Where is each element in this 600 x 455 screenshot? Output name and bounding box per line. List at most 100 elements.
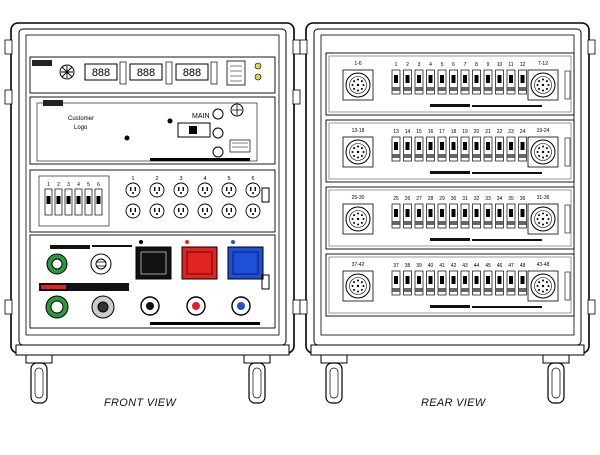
channel-breaker-2[interactable]: 2 — [403, 62, 412, 95]
breaker-1[interactable]: 1 — [44, 182, 53, 216]
duplex-outlet[interactable] — [245, 203, 261, 219]
channel-breaker-45[interactable]: 45 — [483, 263, 493, 296]
channel-number: 5 — [441, 62, 444, 68]
channel-breaker-33[interactable]: 33 — [483, 196, 493, 229]
channel-breaker-23[interactable]: 23 — [506, 129, 516, 162]
duplex-outlet[interactable] — [149, 182, 165, 198]
outlet-column-3: 3 — [173, 176, 189, 219]
breaker-2[interactable]: 2 — [54, 182, 63, 216]
channel-number: 9 — [487, 62, 490, 68]
channel-breaker-27[interactable]: 27 — [414, 196, 424, 229]
duplex-outlet[interactable] — [125, 182, 141, 198]
channel-number: 3 — [418, 62, 421, 68]
blue-camlock-block — [227, 246, 264, 280]
channel-number: 48 — [520, 263, 526, 269]
channel-breaker-5[interactable]: 5 — [437, 62, 447, 95]
rear-left-caster — [320, 354, 348, 404]
channel-breaker-16[interactable]: 16 — [426, 129, 435, 162]
channel-breaker-44[interactable]: 44 — [472, 263, 481, 296]
connector-range-label: 31-36 — [537, 195, 550, 201]
channel-breaker-31[interactable]: 31 — [460, 196, 470, 229]
channel-breaker-36[interactable]: 36 — [518, 196, 527, 229]
duplex-outlet[interactable] — [149, 203, 165, 219]
channel-number: 16 — [428, 129, 434, 135]
breaker-number: 1 — [47, 182, 50, 188]
red-panel-connector — [186, 296, 206, 316]
channel-breaker-26[interactable]: 26 — [403, 196, 412, 229]
channel-breaker-48[interactable]: 48 — [518, 263, 527, 296]
breaker-6[interactable]: 6 — [94, 182, 103, 216]
channel-breaker-1[interactable]: 1 — [391, 62, 401, 95]
channel-breaker-14[interactable]: 14 — [403, 129, 412, 162]
channel-breaker-21[interactable]: 21 — [483, 129, 493, 162]
meter-display-3: 888 — [175, 63, 209, 81]
channel-breaker-4[interactable]: 4 — [426, 62, 435, 95]
channel-breaker-40[interactable]: 40 — [426, 263, 435, 296]
channel-breaker-38[interactable]: 38 — [403, 263, 412, 296]
outlet-column-6: 6 — [245, 176, 261, 219]
channel-breaker-12[interactable]: 12 — [518, 62, 527, 95]
channel-breaker-3[interactable]: 3 — [414, 62, 424, 95]
channel-breaker-11[interactable]: 11 — [506, 62, 516, 95]
connector-range-label: 13-18 — [352, 128, 365, 134]
channel-number: 37 — [393, 263, 399, 269]
channel-breaker-8[interactable]: 8 — [472, 62, 481, 95]
channel-breaker-46[interactable]: 46 — [495, 263, 504, 296]
duplex-outlet[interactable] — [221, 203, 237, 219]
channel-breaker-32[interactable]: 32 — [472, 196, 481, 229]
channel-breaker-7[interactable]: 7 — [460, 62, 470, 95]
channel-breaker-28[interactable]: 28 — [426, 196, 435, 229]
channel-number: 25 — [393, 196, 399, 202]
duplex-outlet[interactable] — [197, 203, 213, 219]
channel-breaker-10[interactable]: 10 — [495, 62, 504, 95]
channel-breaker-22[interactable]: 22 — [495, 129, 504, 162]
duplex-outlet[interactable] — [245, 182, 261, 198]
channel-breaker-6[interactable]: 6 — [449, 62, 458, 95]
duplex-outlet[interactable] — [173, 203, 189, 219]
channel-breaker-43[interactable]: 43 — [460, 263, 470, 296]
channel-number: 15 — [416, 129, 422, 135]
breaker-5[interactable]: 5 — [84, 182, 93, 216]
channel-breaker-42[interactable]: 42 — [449, 263, 458, 296]
channel-breaker-19[interactable]: 19 — [460, 129, 470, 162]
main-breaker-panel: Customer Logo MAIN — [29, 96, 276, 165]
channel-breaker-30[interactable]: 30 — [449, 196, 458, 229]
duplex-outlet[interactable] — [221, 182, 237, 198]
duplex-outlet[interactable] — [125, 203, 141, 219]
channel-breaker-13[interactable]: 13 — [391, 129, 401, 162]
channel-breaker-9[interactable]: 9 — [483, 62, 493, 95]
channel-number: 45 — [485, 263, 491, 269]
channel-breaker-35[interactable]: 35 — [506, 196, 516, 229]
channel-breaker-25[interactable]: 25 — [391, 196, 401, 229]
channel-number: 13 — [393, 129, 399, 135]
channel-breaker-24[interactable]: 24 — [518, 129, 527, 162]
breaker-3[interactable]: 3 — [64, 182, 73, 216]
channel-breaker-20[interactable]: 20 — [472, 129, 481, 162]
duplex-outlet[interactable] — [197, 182, 213, 198]
channel-breaker-18[interactable]: 18 — [449, 129, 458, 162]
meter-display-1: 888 — [84, 63, 118, 81]
main-breaker-switch[interactable] — [177, 122, 211, 138]
channel-breaker-47[interactable]: 47 — [506, 263, 516, 296]
connector-range-label: 25-30 — [352, 195, 365, 201]
channel-breaker-39[interactable]: 39 — [414, 263, 424, 296]
channel-breaker-15[interactable]: 15 — [414, 129, 424, 162]
channel-breaker-17[interactable]: 17 — [437, 129, 447, 162]
red-camlock-block — [181, 246, 218, 280]
side-switch[interactable] — [261, 187, 270, 203]
channel-breaker-41[interactable]: 41 — [437, 263, 447, 296]
channel-breaker-29[interactable]: 29 — [437, 196, 447, 229]
side-switch-lower[interactable] — [261, 274, 270, 290]
brand-plate — [430, 305, 470, 308]
channel-number: 14 — [405, 129, 411, 135]
channel-number: 4 — [429, 62, 432, 68]
channel-number: 17 — [439, 129, 445, 135]
channel-breaker-37[interactable]: 37 — [391, 263, 401, 296]
channel-breaker-34[interactable]: 34 — [495, 196, 504, 229]
breaker-4[interactable]: 4 — [74, 182, 83, 216]
duplex-outlet[interactable] — [173, 182, 189, 198]
white-twistlock-connector — [90, 253, 112, 275]
outlet-number: 6 — [251, 176, 254, 182]
